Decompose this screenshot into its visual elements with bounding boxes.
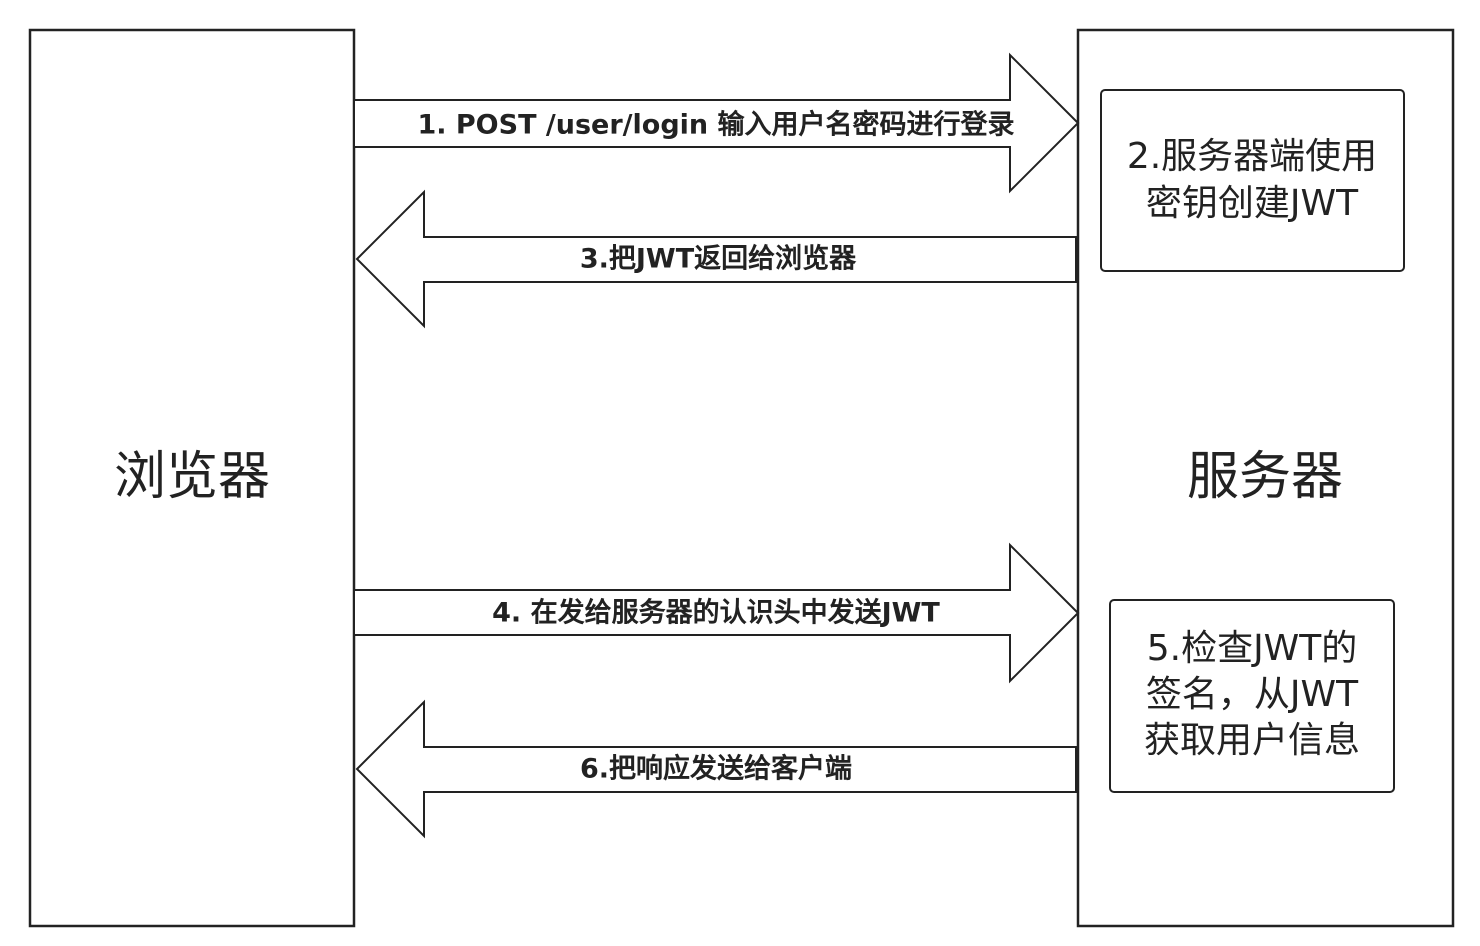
arrow-step-1: 1. POST /user/login 输入用户名密码进行登录	[353, 52, 1080, 194]
arrow-step-4-label: 4. 在发给服务器的认识头中发送JWT	[492, 597, 940, 629]
arrow-step-4: 4. 在发给服务器的认识头中发送JWT	[353, 542, 1080, 684]
note-step-5-box	[1109, 599, 1395, 793]
arrow-step-6-label: 6.把响应发送给客户端	[580, 753, 852, 785]
arrow-step-6: 6.把响应发送给客户端	[355, 699, 1077, 839]
note-step-5-line-1: 5.检查JWT的	[1147, 628, 1358, 669]
browser-node: 浏览器	[28, 28, 356, 928]
browser-label: 浏览器	[114, 447, 270, 507]
note-step-2: 2.服务器端使用 密钥创建JWT	[1100, 89, 1405, 272]
arrow-step-1-shape	[353, 52, 1080, 194]
note-step-2-line-1: 2.服务器端使用	[1127, 136, 1377, 177]
arrow-step-3-shape	[355, 189, 1077, 329]
note-step-2-box	[1100, 89, 1405, 272]
server-label: 服务器	[1187, 447, 1343, 507]
browser-box	[28, 28, 356, 928]
note-step-2-line-2: 密钥创建JWT	[1146, 183, 1359, 224]
arrow-step-3: 3.把JWT返回给浏览器	[355, 189, 1077, 329]
note-step-5-line-3: 获取用户信息	[1144, 720, 1360, 761]
arrow-step-3-label: 3.把JWT返回给浏览器	[580, 243, 857, 275]
note-step-5: 5.检查JWT的 签名，从JWT 获取用户信息	[1109, 599, 1395, 793]
arrow-step-4-shape	[353, 542, 1080, 684]
note-step-5-line-2: 签名，从JWT	[1146, 674, 1359, 715]
arrow-step-1-label: 1. POST /user/login 输入用户名密码进行登录	[417, 109, 1014, 141]
arrow-step-6-shape	[355, 699, 1077, 839]
